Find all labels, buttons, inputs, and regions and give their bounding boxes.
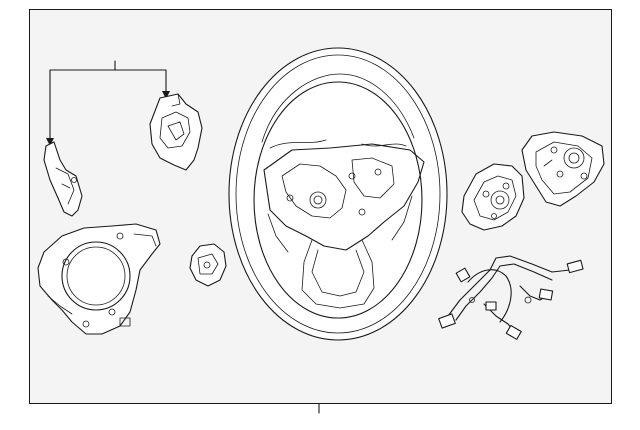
- paddle-shifter-left: [43, 141, 83, 217]
- arrow-head-icon: [162, 91, 170, 99]
- arrow-head-icon: [46, 138, 54, 146]
- paddle-callout-leader: [46, 60, 170, 146]
- lower-trim-cover: [37, 223, 161, 335]
- switch-assembly-upper: [521, 131, 605, 207]
- switch-assembly-lower: [461, 163, 525, 231]
- small-clip: [189, 243, 227, 287]
- paddle-shifter-right: [149, 93, 203, 171]
- steering-wheel: [228, 47, 448, 341]
- wiring-harness: [438, 255, 584, 340]
